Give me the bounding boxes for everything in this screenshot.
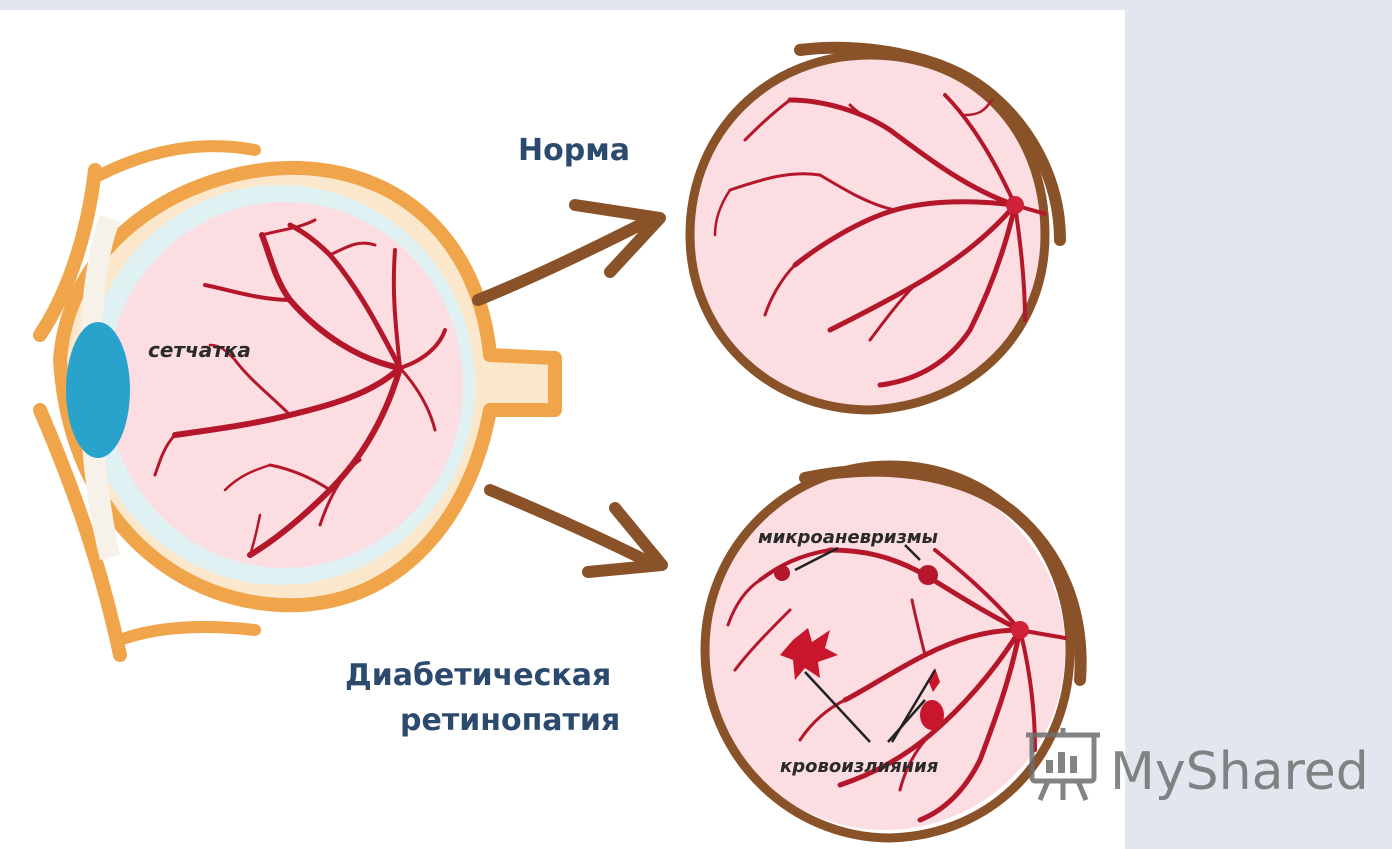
microaneurysms-label: микроаневризмы: [758, 527, 938, 548]
hemorrhage-blot: [920, 700, 944, 730]
microaneurysm-dot: [918, 565, 938, 585]
retina-interior: [107, 202, 463, 568]
hemorrhages-label: кровоизлияния: [780, 756, 939, 777]
arrow-to-normal: [478, 205, 660, 300]
normal-fundus: [690, 48, 1060, 412]
retina-label: сетчатка: [148, 338, 251, 362]
eyeball-cross-section: сетчатка: [40, 146, 555, 655]
diabetic-label-line2: ретинопатия: [400, 703, 620, 738]
diabetic-optic-disc: [1011, 621, 1029, 639]
lower-lid-bottom-curve: [120, 627, 255, 640]
normal-label: Норма: [518, 133, 630, 168]
lens-icon: [66, 322, 130, 458]
normal-optic-disc: [1006, 196, 1024, 214]
diabetic-fundus: микроаневризмы кровоизлияния: [705, 465, 1081, 838]
diabetic-label-line1: Диабетическая: [345, 658, 611, 693]
microaneurysm-dot: [774, 565, 790, 581]
watermark-text: MyShared: [1110, 742, 1369, 802]
arrow-to-diabetic: [490, 490, 662, 572]
myshared-watermark: MyShared: [1026, 728, 1369, 802]
